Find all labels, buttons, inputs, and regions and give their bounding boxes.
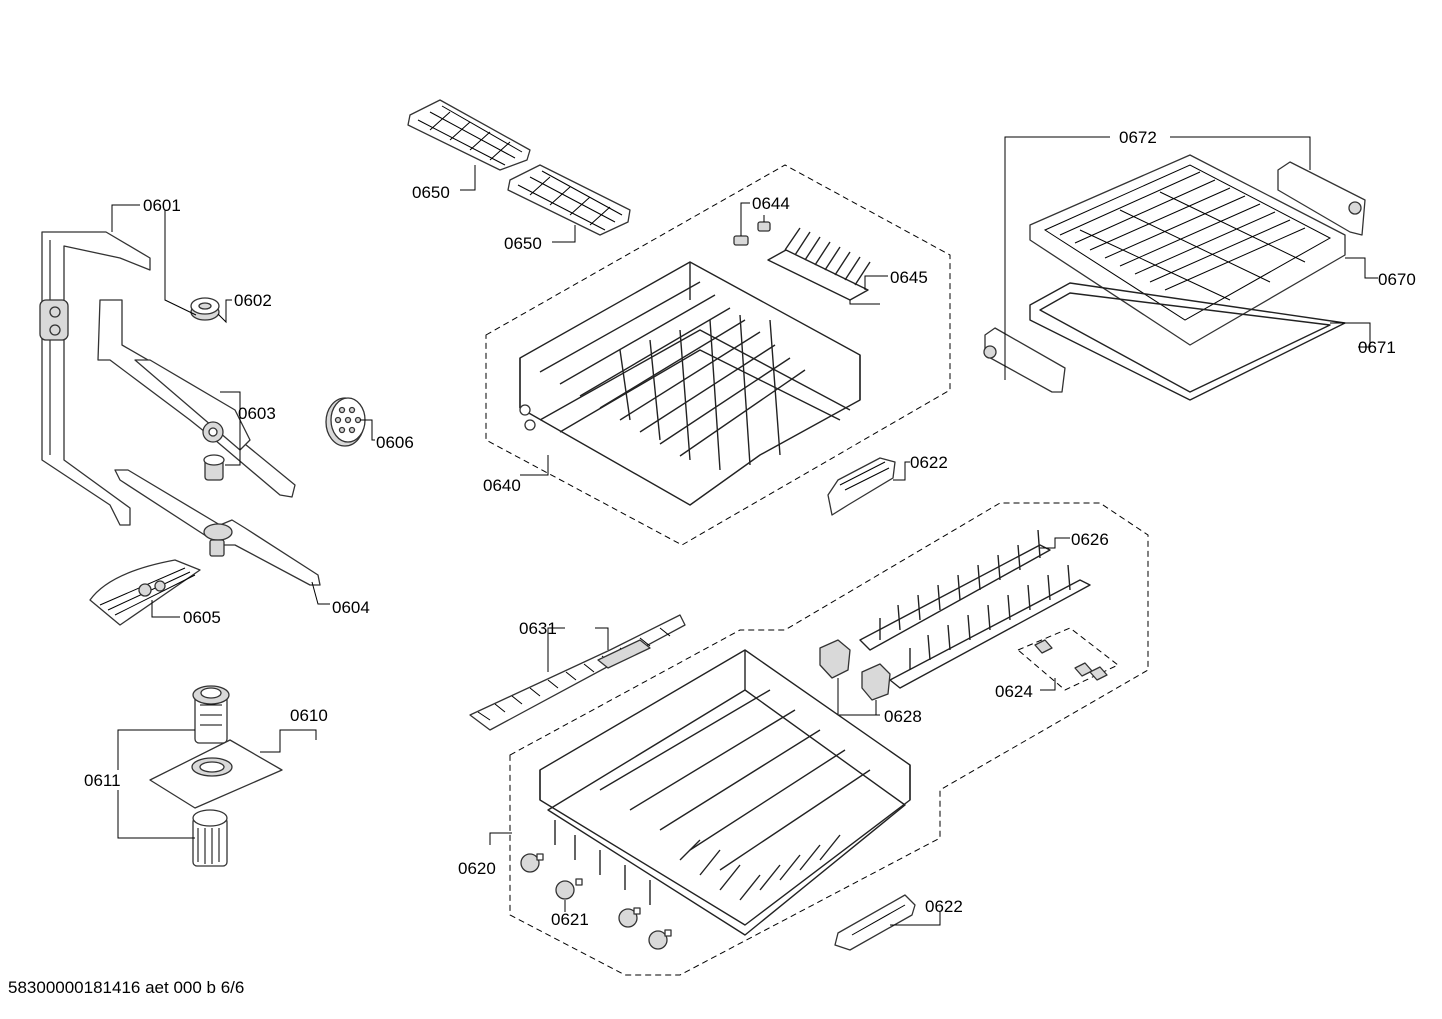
leader-0622-lower [890,912,941,926]
leader-0672a [1004,136,1110,380]
leader-0631a [547,627,565,672]
part-0603-upper-spray-arm [97,299,296,498]
label-0626: 0626 [1071,530,1109,549]
part-0645-fold-down-tines [767,227,871,301]
part-0622-handle-upper [827,457,896,516]
label-0628: 0628 [884,707,922,726]
part-0622-handle-lower [834,894,916,951]
label-0670: 0670 [1378,270,1416,289]
leader-0645b [849,300,880,305]
part-0611-filter-cylinder [192,685,230,867]
leader-0631b [595,627,609,650]
leader-0603b [225,412,241,466]
leader-0610 [260,729,317,753]
part-0671-tray-frame [1029,282,1346,401]
part-0624-clip-set-outline [1017,627,1119,691]
label-0606: 0606 [376,433,414,452]
label-0631: 0631 [519,619,557,638]
label-0671: 0671 [1358,338,1396,357]
part-0631-cutlery-holder [469,614,686,731]
leader-0605 [151,600,180,618]
leader-0650b [552,225,576,243]
leader-0603a [220,391,241,412]
document-footer-code: 58300000181416 aet 000 b 6/6 [8,978,245,997]
part-0650-insert-top [407,99,531,171]
label-0620: 0620 [458,859,496,878]
leader-0620 [489,832,512,845]
part-0620-lower-basket [539,649,911,936]
part-0601-supply-pipe [39,231,151,526]
part-0670-cutlery-tray [1029,154,1346,346]
label-0644: 0644 [752,194,790,213]
part-0604-lower-spray-arm [114,469,321,586]
label-0610: 0610 [290,706,328,725]
leader-0611b [117,790,195,839]
label-0604: 0604 [332,598,370,617]
lower-rack-group-outline [509,502,1149,976]
part-0610-fine-filter [149,739,283,809]
leader-0601 [111,204,140,232]
label-0622-upper: 0622 [910,453,948,472]
part-0650-insert-bottom [507,164,631,236]
part-0626-plate-racks [859,529,1091,689]
part-0628-rack-holders [819,639,891,701]
leader-0670 [1345,257,1378,279]
part-0640-upper-basket [519,261,861,506]
part-0602-nut [190,297,220,321]
leader-0622-upper [893,461,910,481]
label-0603: 0603 [238,404,276,423]
label-0601: 0601 [143,196,181,215]
leader-0606 [360,419,375,441]
label-0650-top: 0650 [412,183,450,202]
part-0624-clips [1034,639,1108,681]
leader-0645a [864,275,888,290]
leader-0611a [117,729,195,770]
label-0611: 0611 [84,771,121,790]
leader-0602a [164,210,197,316]
upper-rack-group-outline [485,164,951,546]
leader-0644a [740,202,750,236]
leader-0672b [1170,136,1311,170]
part-0621-wheels [520,853,672,950]
leader-0671 [1330,322,1371,348]
part-0605-filter-cover [89,559,201,626]
label-0672: 0672 [1119,128,1157,147]
leader-0650a [460,165,476,191]
label-0621: 0621 [551,910,589,929]
leader-0640 [520,455,549,476]
leader-0626 [1040,537,1070,549]
leader-0624 [1040,678,1056,691]
label-0640: 0640 [483,476,521,495]
part-0644-clips [733,221,771,246]
label-0650-bottom: 0650 [504,234,542,253]
label-0622-lower: 0622 [925,897,963,916]
label-0605: 0605 [183,608,221,627]
label-0624: 0624 [995,682,1033,701]
part-0606-round-filter [325,397,366,447]
label-0602: 0602 [234,291,272,310]
leader-0602b [217,299,232,324]
label-0645: 0645 [890,268,928,287]
leader-0604 [311,581,330,605]
